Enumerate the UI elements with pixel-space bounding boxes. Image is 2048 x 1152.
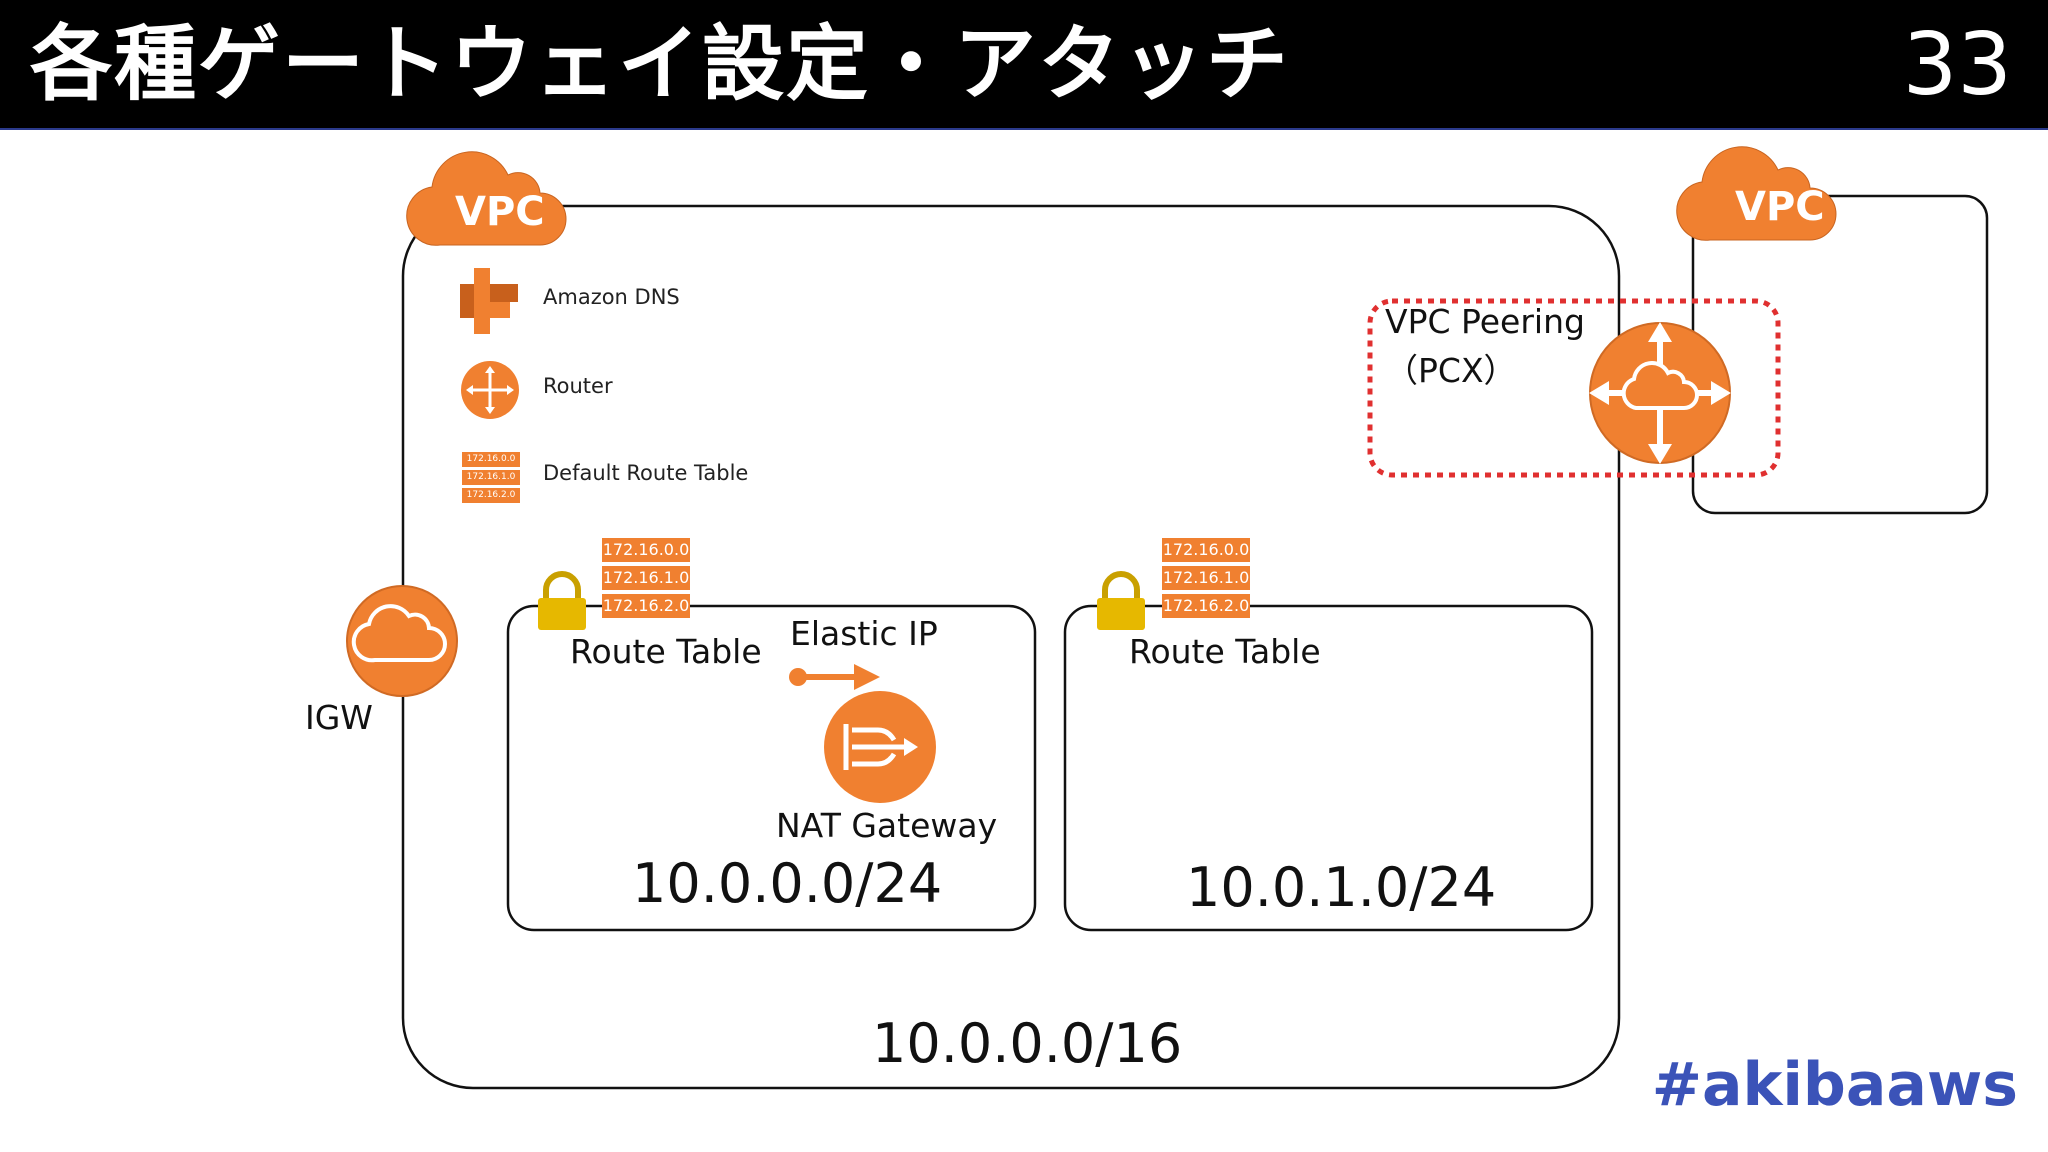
peering-label-line2: （PCX）: [1385, 351, 1517, 390]
route-table-icon-public: 172.16.0.0 172.16.1.0 172.16.2.0: [602, 538, 690, 618]
vpc-peer-box: [1691, 194, 1989, 515]
router-icon: [461, 361, 519, 419]
amazon-dns-icon: [460, 268, 518, 334]
vpc-peering-icon: [1589, 322, 1731, 464]
slide-title: 各種ゲートウェイ設定・アタッチ: [30, 17, 1291, 112]
route-row: 172.16.1.0: [462, 470, 520, 485]
elastic-ip-label: Elastic IP: [790, 614, 938, 653]
route-row: 172.16.2.0: [1162, 594, 1250, 618]
route-table-label-private: Route Table: [1129, 632, 1321, 671]
route-row: 172.16.1.0: [1162, 566, 1250, 590]
vpc-main-badge: VPC: [455, 189, 545, 235]
route-row: 172.16.2.0: [462, 488, 520, 503]
lock-icon-private: [1097, 571, 1145, 630]
hashtag-label: #akibaaws: [1651, 1050, 2018, 1120]
route-table-label-public: Route Table: [570, 632, 762, 671]
nat-gateway-label: NAT Gateway: [776, 806, 998, 845]
legend-dns-label: Amazon DNS: [543, 285, 680, 309]
internet-gateway-icon: [346, 585, 458, 697]
elastic-ip-icon: [789, 664, 880, 690]
igw-label: IGW: [305, 698, 373, 737]
route-row: 172.16.0.0: [602, 538, 690, 562]
route-row: 172.16.1.0: [602, 566, 690, 590]
subnet-public-cidr: 10.0.0.0/24: [632, 852, 943, 915]
lock-icon-public: [538, 571, 586, 630]
page-number: 33: [1902, 15, 2012, 115]
default-route-table-icon: 172.16.0.0 172.16.1.0 172.16.2.0: [462, 452, 520, 503]
vpc-main-cloud-icon: [406, 151, 567, 246]
subnet-private-box: [1063, 604, 1594, 932]
legend-route-table-label: Default Route Table: [543, 461, 749, 485]
peering-highlight: [1367, 298, 1781, 478]
nat-gateway-icon: [824, 691, 936, 803]
route-table-icon-private: 172.16.0.0 172.16.1.0 172.16.2.0: [1162, 538, 1250, 618]
route-row: 172.16.0.0: [462, 452, 520, 467]
legend-router-label: Router: [543, 374, 613, 398]
vpc-peer-badge: VPC: [1735, 184, 1825, 230]
vpc-peer-cloud-icon: [1676, 146, 1837, 241]
peering-label-line1: VPC Peering: [1385, 302, 1585, 341]
slide-header: 各種ゲートウェイ設定・アタッチ 33: [0, 0, 2048, 130]
route-row: 172.16.0.0: [1162, 538, 1250, 562]
route-row: 172.16.2.0: [602, 594, 690, 618]
subnet-public-box: [506, 604, 1037, 932]
subnet-private-cidr: 10.0.1.0/24: [1186, 856, 1497, 919]
vpc-main-cidr: 10.0.0.0/16: [872, 1012, 1183, 1075]
